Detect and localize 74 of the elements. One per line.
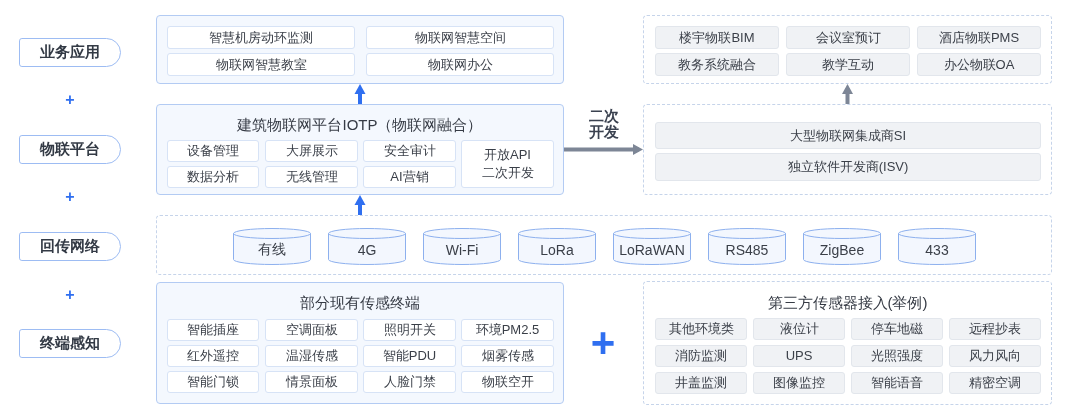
feature-tile: 大屏展示 <box>265 140 358 162</box>
network-cylinder: 有线 <box>233 228 311 265</box>
example-tile: 大型物联网集成商SI <box>655 122 1041 149</box>
layer-tab: 业务应用 <box>19 38 121 67</box>
network-cylinder: ZigBee <box>803 228 881 265</box>
feature-tile: 智能PDU <box>363 345 456 367</box>
feature-tile: 物联网智慧教室 <box>167 53 355 76</box>
dashed-panel <box>643 281 1052 405</box>
feature-tile: 情景面板 <box>265 371 358 393</box>
feature-tile: 照明开关 <box>363 319 456 341</box>
feature-tile: 温湿传感 <box>265 345 358 367</box>
layer-tab: 物联平台 <box>19 135 121 164</box>
example-tile: 远程抄表 <box>949 318 1041 340</box>
feature-tile: 智能插座 <box>167 319 259 341</box>
feature-tile: 红外遥控 <box>167 345 259 367</box>
arrow <box>354 84 366 104</box>
example-tile: 独立软件开发商(ISV) <box>655 153 1041 181</box>
feature-tile: AI营销 <box>363 166 456 188</box>
feature-tile: 物联空开 <box>461 371 554 393</box>
arrow <box>842 84 853 104</box>
network-cylinder: RS485 <box>708 228 786 265</box>
example-tile: 其他环境类 <box>655 318 747 340</box>
feature-tile: 开放API二次开发 <box>461 140 554 188</box>
feature-tile: 无线管理 <box>265 166 358 188</box>
feature-tile: 环境PM2.5 <box>461 319 554 341</box>
layer-panel <box>156 15 564 84</box>
plus-sign: + <box>65 92 75 108</box>
plus-sign: + <box>65 189 75 205</box>
example-tile: 办公物联OA <box>917 53 1041 76</box>
example-tile: 消防监测 <box>655 345 747 367</box>
example-tile: 教学互动 <box>786 53 910 76</box>
network-cylinder: LoRaWAN <box>613 228 691 265</box>
layer-tab: 回传网络 <box>19 232 121 261</box>
feature-tile: 设备管理 <box>167 140 259 162</box>
edge-label: 二次开发 <box>587 107 620 140</box>
panel-title: 部分现有传感终端 <box>300 294 420 312</box>
example-tile: 井盖监测 <box>655 372 747 394</box>
example-tile: 会议室预订 <box>786 26 910 49</box>
example-tile: 教务系统融合 <box>655 53 779 76</box>
layer-panel <box>156 282 564 404</box>
feature-tile: 烟雾传感 <box>461 345 554 367</box>
dashed-panel <box>643 104 1052 195</box>
example-tile: 风力风向 <box>949 345 1041 367</box>
example-tile: 楼宇物联BIM <box>655 26 779 49</box>
feature-tile: 人脸门禁 <box>363 371 456 393</box>
dashed-panel <box>643 15 1052 84</box>
example-tile: 停车地磁 <box>851 318 943 340</box>
feature-tile: 数据分析 <box>167 166 259 188</box>
layer-panel <box>156 104 564 195</box>
example-tile: 精密空调 <box>949 372 1041 394</box>
plus-sign: + <box>65 287 75 303</box>
example-tile: 液位计 <box>753 318 845 340</box>
feature-tile: 物联网智慧空间 <box>366 26 554 49</box>
feature-tile: 安全审计 <box>363 140 456 162</box>
example-tile: 图像监控 <box>753 372 845 394</box>
example-tile: UPS <box>753 345 845 367</box>
feature-tile: 智慧机房动环监测 <box>167 26 355 49</box>
example-tile: 智能语音 <box>851 372 943 394</box>
network-cylinder: 4G <box>328 228 406 265</box>
arrow <box>354 195 366 215</box>
network-cylinder: Wi-Fi <box>423 228 501 265</box>
layer-tab: 终端感知 <box>19 329 121 358</box>
feature-tile: 空调面板 <box>265 319 358 341</box>
example-tile: 酒店物联PMS <box>917 26 1041 49</box>
example-tile: 光照强度 <box>851 345 943 367</box>
network-cylinder: LoRa <box>518 228 596 265</box>
panel-title: 第三方传感器接入(举例) <box>767 294 928 312</box>
plus-sign: + <box>590 322 616 364</box>
feature-tile: 物联网办公 <box>366 53 554 76</box>
arrow <box>564 144 643 155</box>
feature-tile: 智能门锁 <box>167 371 259 393</box>
dashed-panel <box>156 215 1052 275</box>
panel-title: 建筑物联网平台IOTP（物联网融合） <box>237 116 483 134</box>
network-cylinder: 433 <box>898 228 976 265</box>
